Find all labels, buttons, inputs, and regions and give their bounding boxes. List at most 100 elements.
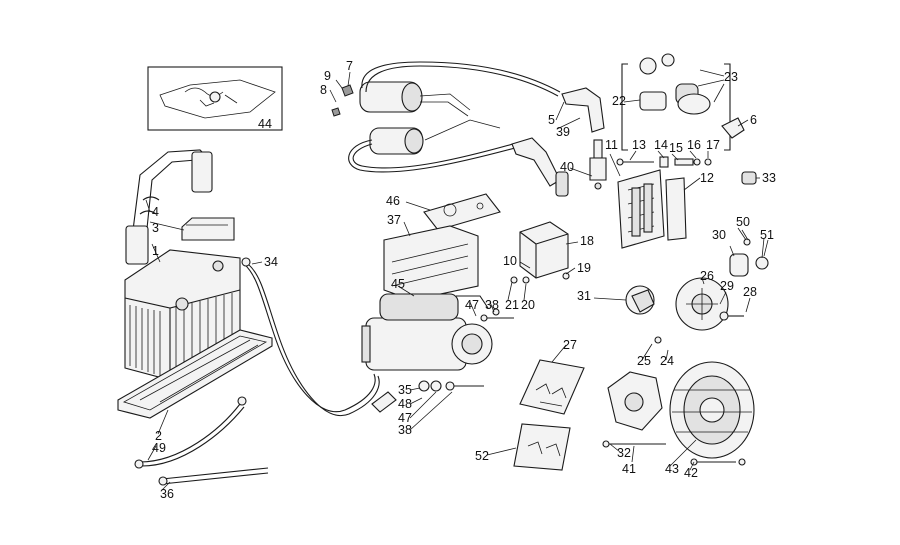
- leader-line: [669, 439, 697, 467]
- leader-line: [719, 291, 727, 305]
- callout-2: 2: [155, 429, 162, 443]
- leader-line: [657, 150, 665, 159]
- callout-43: 43: [665, 462, 679, 476]
- callout-labels: 1 2 3 4 5 6 7 8 9 10 11 12 13 14 15 16 1…: [152, 59, 776, 501]
- leader-line: [741, 229, 749, 241]
- leader-line: [149, 221, 185, 231]
- callout-29: 29: [720, 279, 734, 293]
- leader-line: [565, 241, 579, 245]
- alternator-body-43: [669, 361, 755, 459]
- callout-49: 49: [152, 441, 166, 455]
- alternator-fan-48: [607, 371, 663, 431]
- battery-strap: [125, 149, 235, 265]
- brush-kit-52: [513, 423, 571, 471]
- callout-42: 42: [684, 466, 698, 480]
- callout-40: 40: [560, 160, 574, 174]
- callout-47: 47: [465, 298, 479, 312]
- callout-32: 32: [617, 446, 631, 460]
- callout-34: 34: [264, 255, 278, 269]
- callout-9: 9: [324, 69, 331, 83]
- leader-line: [405, 201, 431, 211]
- callout-13: 13: [632, 138, 646, 152]
- callout-7: 7: [346, 59, 353, 73]
- callout-38b: 38: [485, 298, 499, 312]
- callout-4: 4: [152, 205, 159, 219]
- starter-motor: [361, 293, 493, 371]
- leader-line: [409, 391, 453, 431]
- leader-line: [689, 150, 697, 159]
- leader-line: [699, 69, 725, 77]
- leader-line: [593, 297, 627, 301]
- leader-line: [157, 409, 169, 435]
- leader-line: [555, 101, 565, 121]
- leader-line: [251, 261, 263, 265]
- leader-line: [565, 267, 576, 275]
- leader-line: [697, 79, 725, 87]
- leader-lines: [145, 69, 769, 491]
- leader-line: [147, 445, 157, 461]
- callout-15: 15: [669, 141, 683, 155]
- leader-line: [335, 79, 343, 89]
- callout-45: 45: [391, 277, 405, 291]
- regulator-plate: [617, 169, 687, 249]
- brush-holder-30: [729, 238, 769, 277]
- callout-50: 50: [736, 215, 750, 229]
- alternator-bolts: [602, 311, 746, 466]
- callout-28: 28: [743, 285, 757, 299]
- cables: [134, 257, 380, 486]
- callout-35: 35: [398, 383, 412, 397]
- callout-17: 17: [706, 138, 720, 152]
- callout-52: 52: [475, 449, 489, 463]
- callout-20: 20: [521, 298, 535, 312]
- callout-44: 44: [258, 117, 272, 131]
- callout-30: 30: [712, 228, 726, 242]
- leader-line: [683, 177, 701, 191]
- rotor-31: [625, 285, 655, 315]
- leader-line: [347, 71, 351, 87]
- callout-24: 24: [660, 354, 674, 368]
- leader-line: [489, 301, 495, 313]
- cap-and-clip: [721, 117, 757, 185]
- callout-21: 21: [505, 298, 519, 312]
- inset-wiring-box: [147, 66, 283, 131]
- relay: [519, 221, 569, 279]
- leader-line: [397, 285, 415, 297]
- callout-51: 51: [760, 228, 774, 242]
- gasket-kit-46: [423, 193, 501, 231]
- leader-line: [409, 397, 423, 405]
- callout-47b: 47: [398, 411, 412, 425]
- callout-12: 12: [700, 171, 714, 185]
- leader-line: [729, 245, 735, 257]
- spark-plug-caps: [511, 87, 605, 197]
- leader-line: [713, 83, 725, 103]
- leader-line: [161, 481, 171, 491]
- leader-line: [665, 349, 669, 361]
- callout-41: 41: [622, 462, 636, 476]
- callout-5: 5: [548, 113, 555, 127]
- leader-line: [151, 243, 161, 263]
- end-plate-26: [675, 277, 729, 331]
- callout-37: 37: [387, 213, 401, 227]
- switch-assembly: [621, 53, 731, 151]
- callout-48: 48: [398, 397, 412, 411]
- leader-line: [469, 301, 477, 317]
- callout-38: 38: [398, 423, 412, 437]
- callout-25: 25: [637, 354, 651, 368]
- leader-line: [671, 153, 679, 161]
- callout-3: 3: [152, 221, 159, 235]
- callout-27: 27: [563, 338, 577, 352]
- leader-line: [523, 283, 527, 301]
- leader-line: [329, 89, 337, 103]
- leader-line: [609, 443, 621, 453]
- leader-line: [761, 237, 765, 259]
- callout-6: 6: [750, 113, 757, 127]
- leader-line: [507, 281, 513, 301]
- callout-1: 1: [152, 244, 159, 258]
- callout-8: 8: [320, 83, 327, 97]
- callout-23: 23: [724, 70, 738, 84]
- callout-31: 31: [577, 289, 591, 303]
- starter-cover-37: [383, 225, 479, 301]
- leader-line: [623, 99, 641, 103]
